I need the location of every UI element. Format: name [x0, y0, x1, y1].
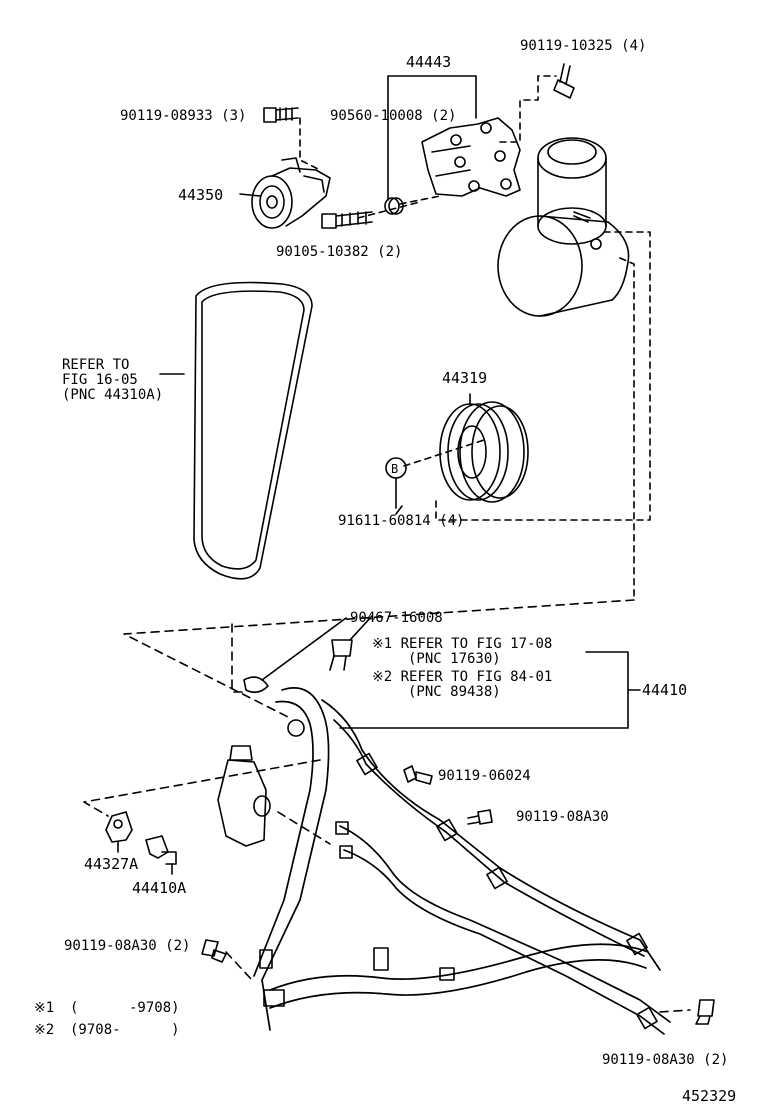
note1-line1: ※1 REFER TO FIG 17-08: [372, 636, 553, 652]
note1-line2: (PNC 17630): [408, 651, 501, 667]
leader-44443: [387, 75, 477, 201]
label-90467-16008: 90467-16008: [350, 610, 443, 626]
dash-pulley: [403, 439, 485, 467]
label-44443: 44443: [406, 53, 452, 71]
label-90119-08933: 90119-08933 (3): [120, 108, 247, 124]
circle-b-label: B: [391, 462, 399, 476]
part-44410A: [145, 835, 177, 875]
bolt-90119-10325: [553, 63, 575, 99]
label-90119-10325: 90119-10325 (4): [520, 38, 647, 54]
label-90560-10008: 90560-10008 (2): [330, 108, 457, 124]
bolt-90119-08A30-right: [695, 999, 715, 1025]
figure-id: 452329: [682, 1087, 737, 1105]
bolt-90105-10382: [321, 211, 373, 229]
label-90119-06024: 90119-06024: [438, 768, 531, 784]
hoses: [253, 687, 671, 1035]
dash-leaders-top: [299, 75, 557, 219]
note2-line2: (PNC 89438): [408, 684, 501, 700]
hose-fitting: [287, 719, 305, 737]
legend-row2-mark: ※2: [34, 1022, 55, 1038]
bolt-90119-08A30-left: [201, 939, 227, 963]
v-belt: [159, 281, 313, 580]
pump-bracket: [421, 117, 521, 197]
label-44410: 44410: [642, 681, 688, 699]
belt-ref-line3: (PNC 44310A): [62, 387, 164, 403]
idler-pulley: [251, 157, 331, 229]
label-90119-08A30: 90119-08A30: [516, 809, 609, 825]
pressure-switch: [243, 639, 353, 694]
label-44327A: 44327A: [84, 855, 139, 873]
note2-line1: ※2 REFER TO FIG 84-01: [372, 669, 553, 685]
label-90119-08A30-2b: 90119-08A30 (2): [602, 1052, 729, 1068]
dash-cross: [83, 599, 691, 1013]
dash-pump: [435, 231, 651, 601]
label-44350: 44350: [178, 186, 224, 204]
bolt-90119-06024: [403, 765, 433, 785]
leader-44410: [339, 651, 641, 729]
legend-row1-mark: ※1: [34, 1000, 55, 1016]
ps-pump: [497, 137, 630, 317]
spacer-90560: [384, 197, 404, 215]
label-91611-60814: 91611-60814 (4): [338, 513, 465, 529]
legend-row1-range: ( -9708): [70, 1000, 180, 1016]
label-90105-10382: 90105-10382 (2): [276, 244, 403, 260]
label-90119-08A30-2a: 90119-08A30 (2): [64, 938, 191, 954]
legend-row2-range: (9708- ): [70, 1022, 180, 1038]
pulley-44319: [439, 393, 529, 503]
hose-clamps: [259, 752, 658, 1030]
part-44327A: [105, 811, 133, 853]
gear-housing: [217, 745, 271, 847]
belt-ref-line1: REFER TO: [62, 357, 130, 373]
bolt-90119-08933: [263, 107, 299, 123]
label-44319: 44319: [442, 369, 488, 387]
belt-ref-line2: FIG 16-05: [62, 372, 138, 388]
label-44410A: 44410A: [132, 879, 187, 897]
bolt-90119-08A30: [467, 809, 493, 825]
